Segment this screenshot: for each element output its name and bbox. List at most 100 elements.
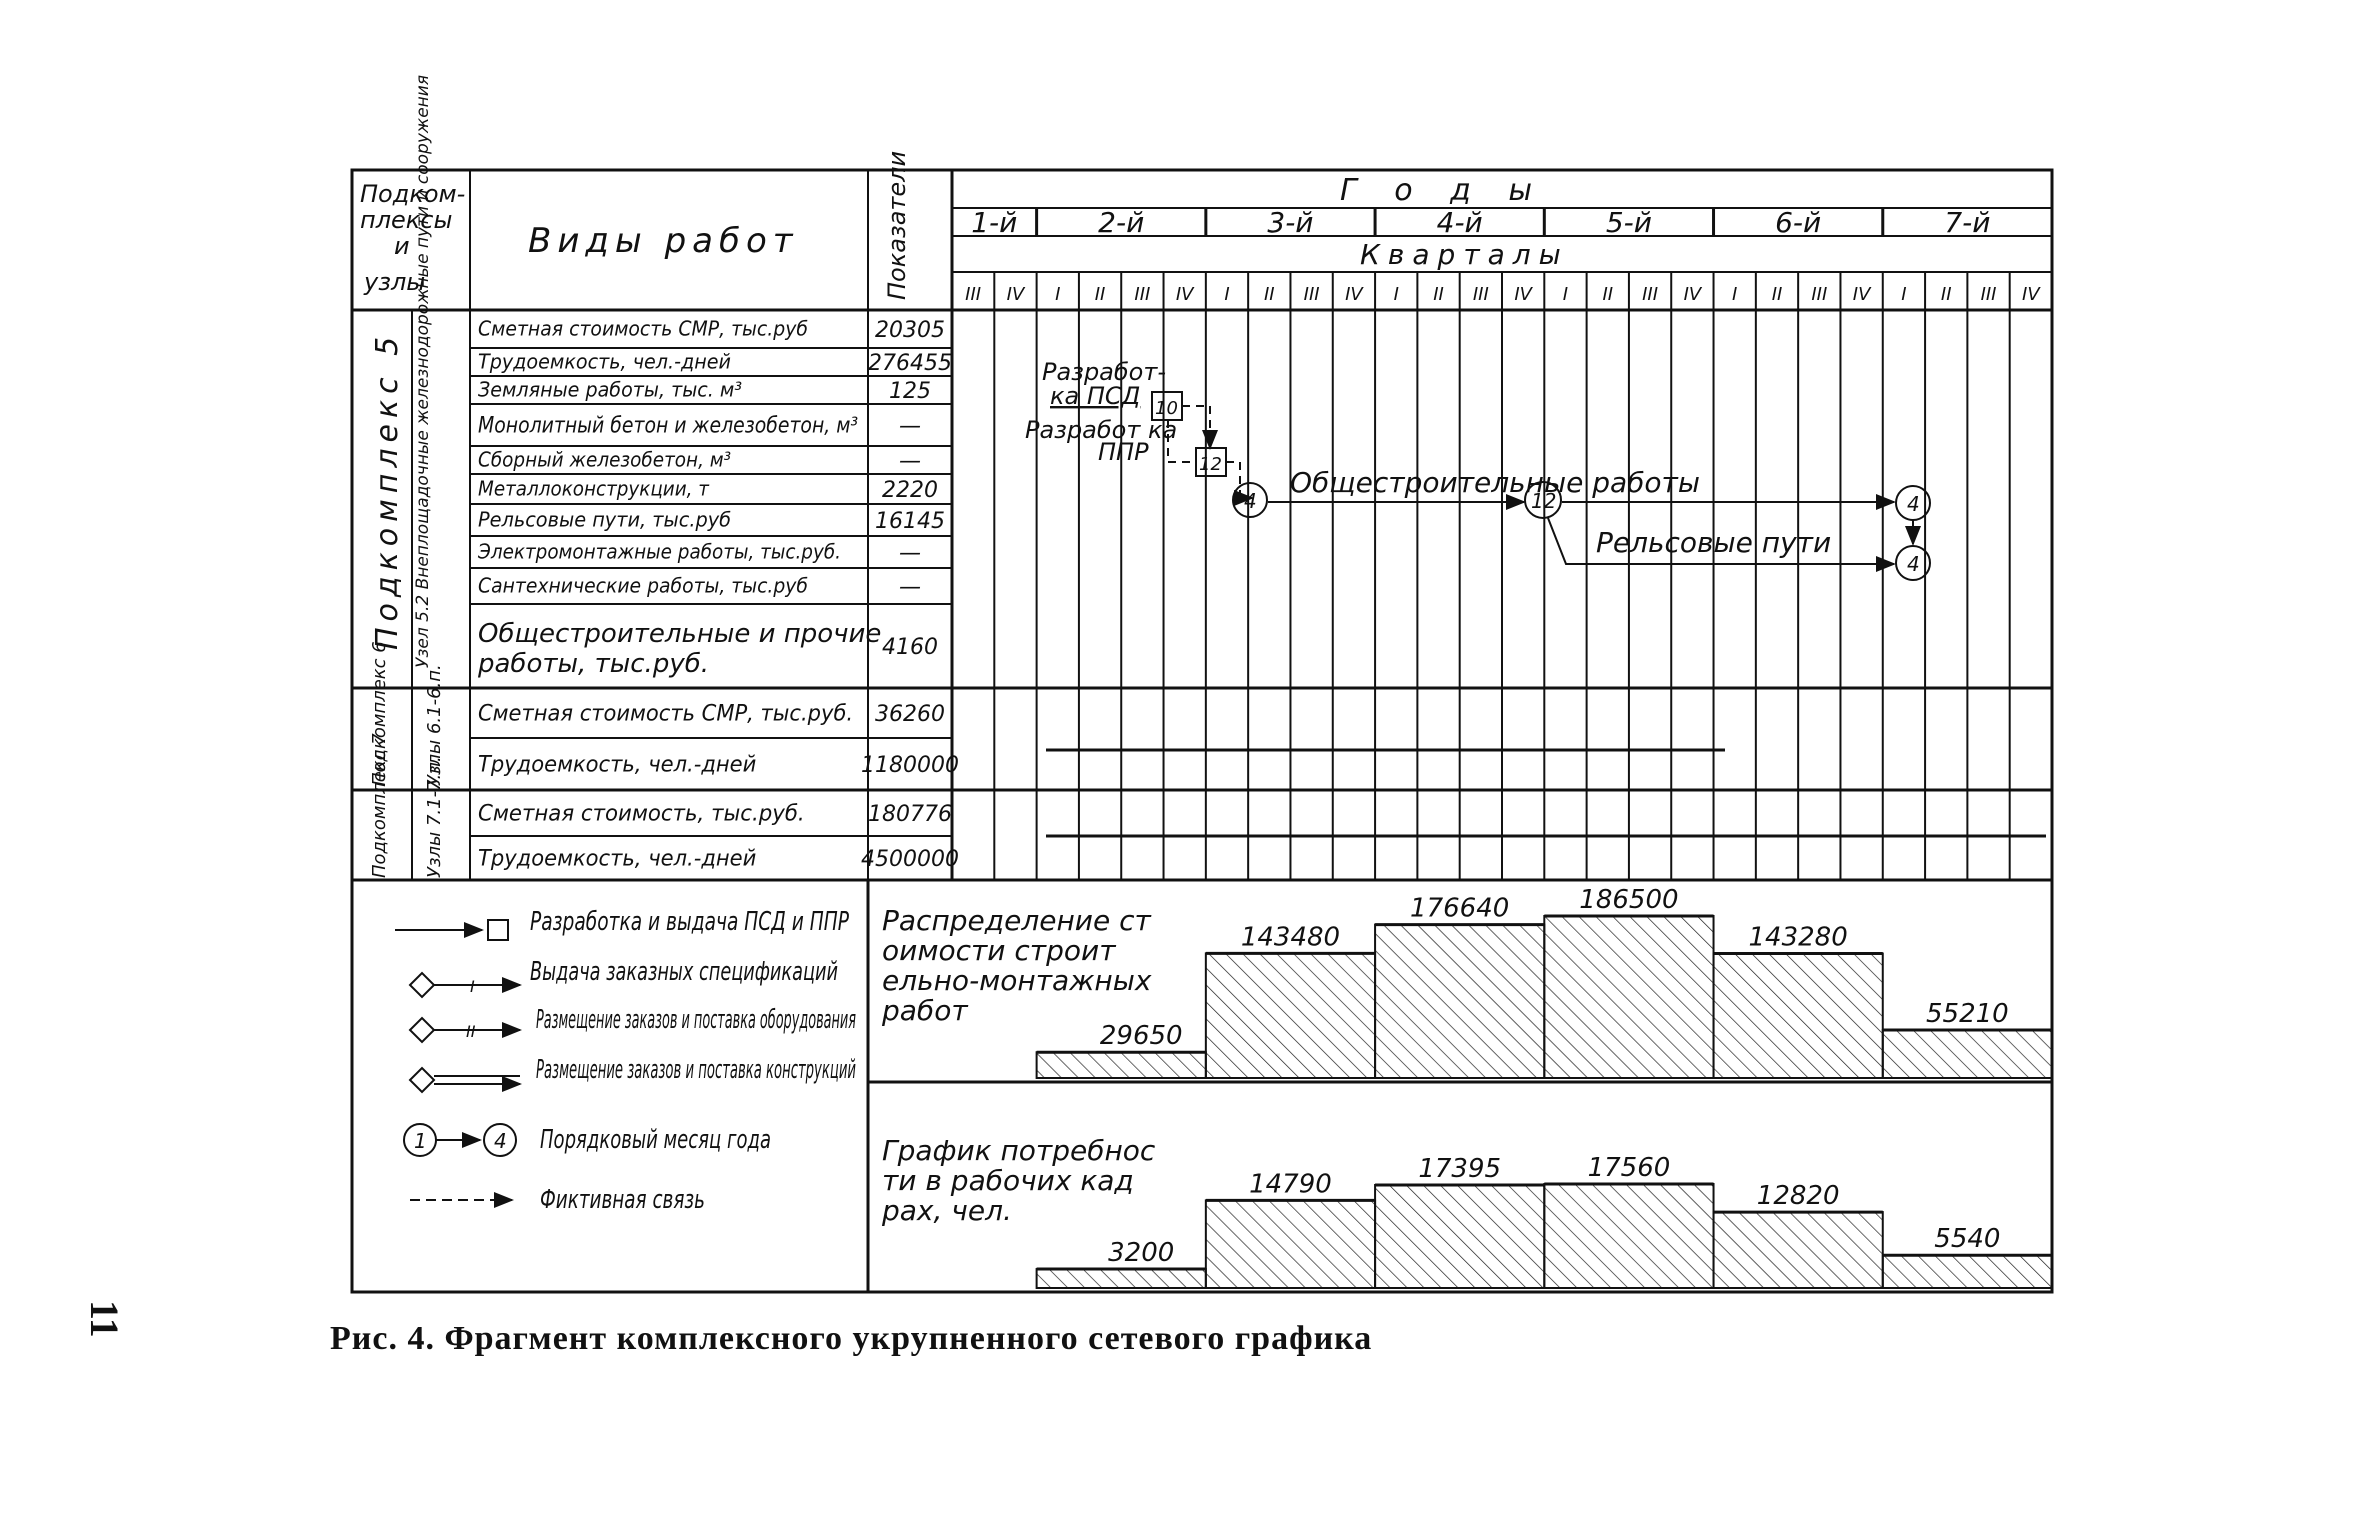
year-label: 5-й [1606,206,1652,239]
node-12b-label: 12 [1531,489,1556,513]
legend-label: Размещение заказов и поставка конструкци… [536,1055,856,1085]
legend-label: Разработка и выдача ПСД и ППР [530,907,849,937]
header-quarters: Кварталы [1360,238,1569,271]
psd-label-2: ка ПСД [1050,382,1140,410]
node-12-b [1524,481,1562,519]
legend-label: Фиктивная связь [540,1185,705,1215]
chart-step [1374,923,1546,1079]
work-label: Монолитный бетон и железобетон, м³ [478,413,858,438]
work-label: Электромонтажные работы, тыс.руб. [477,540,841,564]
header-subcomplexes-4: узлы [363,268,425,296]
page-number: 11 [82,1300,127,1338]
group-label-7: Подкомплекс 7 [369,733,390,878]
header-subcomplexes-2: плексы [360,206,452,234]
quarter-label: IV [1684,284,1703,305]
chart-value-label: 186500 [1579,885,1678,915]
chart-title-line: оимости строит [882,934,1116,967]
quarter-label: IV [1345,284,1364,305]
chart-title-line: рах, чел. [881,1194,1012,1227]
chart-value-label: 143280 [1749,923,1848,953]
header-indicators: Показатели [883,151,911,300]
quarter-label: III [1473,284,1489,305]
work-label: Трудоемкость, чел.-дней [478,846,756,871]
header-works: Виды работ [528,221,799,261]
work-label: Рельсовые пути, тыс.руб [478,508,731,532]
chart-title-line: ти в рабочих кад [882,1164,1134,1197]
ppr-label-2: ППР [1098,438,1149,466]
quarter-label: II [1433,284,1444,305]
chart-title-line: График потребнос [882,1134,1156,1167]
indicator-value: 276455 [868,351,952,376]
figure-caption: Рис. 4. Фрагмент комплексного укрупненно… [330,1320,1373,1357]
legend-mark-2: II [466,1022,476,1041]
legend-circle-4-label: 4 [494,1129,507,1153]
work-label: Общестроительные и прочие [478,619,881,649]
quarter-label: III [1811,284,1827,305]
work-label: Трудоемкость, чел.-дней [478,752,756,777]
chart-step [1543,1183,1715,1289]
work-label: Земляные работы, тыс. м³ [478,378,742,402]
chart-step [1712,952,1884,1079]
node-4-a [1232,482,1268,518]
header-years: Г о д ы [1340,173,1546,208]
year-label: 6-й [1775,206,1821,239]
quarter-label: III [1642,284,1658,305]
work-label: Сметная стоимость СМР, тыс.руб. [478,701,853,726]
indicator-value: 20305 [875,318,945,343]
group-node-5: Узел 5.2 Внеплощадочные железнодорожные … [413,75,433,668]
link-12-4 [1226,461,1254,506]
ppr-label: Разработ ка [1025,416,1177,444]
chart-value-label: 5540 [1934,1224,2000,1254]
quarter-label: III [1304,284,1320,305]
chart-step [1374,1183,1546,1289]
chart-value-label: 55210 [1926,999,2009,1029]
network-diagram [1151,391,1931,581]
quarter-label: IV [2022,284,2041,305]
legend-diamond-icon-1 [408,971,436,999]
indicator-value: 4500000 [861,847,959,872]
legend-mark-1: I [470,977,475,996]
chart-value-label: 12820 [1757,1181,1840,1211]
quarter-label: III [1134,284,1150,305]
work-label: Сметная стоимость, тыс.руб. [478,801,805,826]
legend-label: Выдача заказных спецификаций [530,957,838,987]
legend-diamond-icon-2 [408,1016,436,1044]
chart-value-label: 29650 [1100,1021,1183,1051]
quarter-label: I [1901,284,1906,305]
indicator-value: — [899,541,921,566]
chart-step [1035,1051,1207,1079]
chart-step [1712,1211,1884,1289]
chart-step [1204,952,1377,1080]
group-label-5: Подкомплекс 5 [370,331,405,650]
quarter-label: I [1224,284,1229,305]
year-label: 3-й [1267,206,1313,239]
quarter-label: II [1772,284,1783,305]
header-subcomplexes-3: и [394,232,410,260]
chart-step [1035,1268,1207,1290]
work-label: Сборный железобетон, м³ [478,448,731,472]
indicator-value: — [899,575,921,600]
quarter-label: IV [1514,284,1533,305]
chart-step [1881,1029,2054,1080]
quarter-label: I [1055,284,1060,305]
legend [395,919,522,1208]
chart-value-label: 17395 [1418,1154,1501,1184]
chart-value-label: 14790 [1249,1169,1332,1199]
quarter-label: II [1602,284,1613,305]
node-10-label: 10 [1155,398,1178,419]
node-4a-label: 4 [1244,489,1257,513]
quarter-label: IV [1853,284,1872,305]
quarter-label: I [1394,284,1399,305]
node-4c-label: 4 [1907,552,1920,576]
quarter-label: IV [1176,284,1195,305]
indicator-value: 180776 [868,802,952,827]
legend-circle-1-label: 1 [414,1129,427,1153]
indicator-value: 16145 [875,509,945,534]
